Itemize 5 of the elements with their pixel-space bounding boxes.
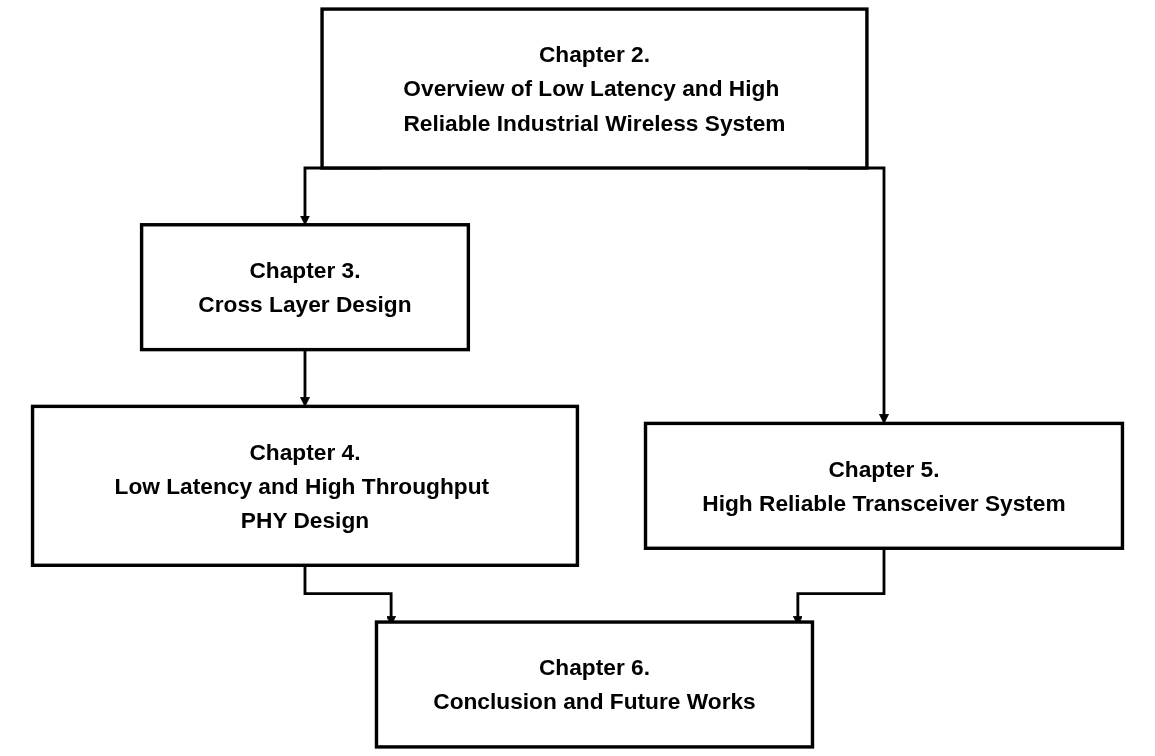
node-box: Chapter 6. Conclusion and Future Works	[374, 620, 815, 749]
node-box: Chapter 3. Cross Layer Design	[139, 223, 471, 352]
node-box: Chapter 4. Low Latency and High Throughput PHY Design	[30, 404, 580, 567]
node-box: Chapter 5. High Reliable Transceiver System	[643, 421, 1125, 550]
node-box: Chapter 2. Overview of Low Latency and High Reliable Industrial Wireless System	[320, 7, 869, 170]
